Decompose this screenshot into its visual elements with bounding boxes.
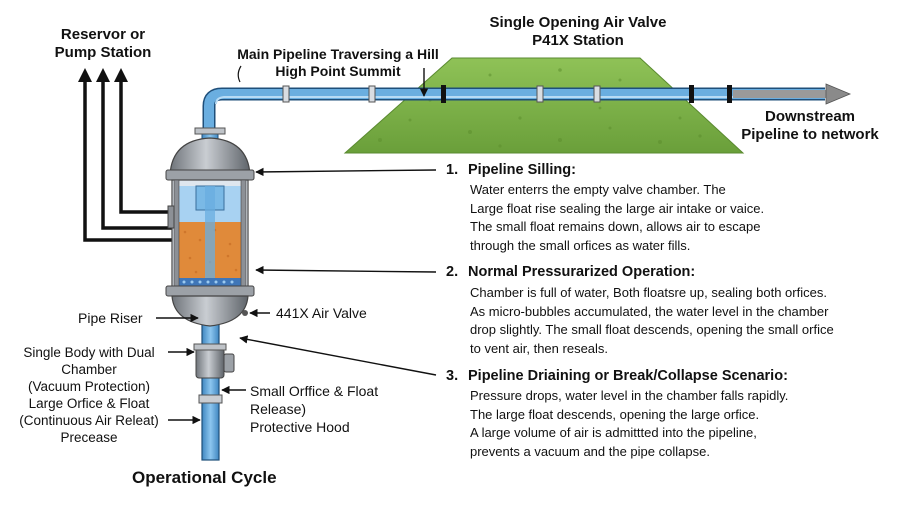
isolation-valve [193,343,235,379]
small-orifice-line1: Small Orffice & Float [250,383,379,399]
air-valve-station-label-line1: Single Opening Air Valve [489,14,667,31]
tick-mark [237,65,242,83]
downstream-arrow [733,83,852,105]
step-3-line: prevents a vacuum and the pipe collapse. [470,443,710,459]
step-2-body: Chamber is full of water, Both floatsre … [470,284,834,358]
pipe-riser-label: Pipe Riser [78,310,143,326]
step-2-line: As micro-bubbles accumulated, the water … [470,303,829,319]
step-2-heading: 2. Normal Pressurarized Operation: [446,264,695,280]
step-1-title: Pipeline Silling: [468,162,576,178]
step-3-heading: 3. Pipeline Driaining or Break/Collapse S… [446,368,788,384]
step-1-line: The small float remains down, allows air… [470,219,761,234]
small-orifice-line3: Protective Hood [250,419,350,435]
main-pipeline-label-line1: Main Pipeline Traversing a Hill [237,46,439,62]
reservoir-label: Reservor or Pump Station [38,26,168,62]
single-body-line1: Single Body with Dual [23,345,155,360]
pipe-joints [282,85,601,103]
downstream-label-line1: Downstream [764,108,856,125]
single-body-line5: (Continuous Air Releat) [19,413,159,428]
step-2-line: to vent air, then reseals. [470,340,609,356]
main-pipeline-label-line2: High Point Summit [275,62,401,79]
step-1-line: Water enterrs the empty valve chamber. T… [470,182,726,197]
small-orifice-label: Small Orffice & Float Release) Protectiv… [250,382,378,436]
step-2-number: 2. [446,264,459,280]
step-1-heading: 1. Pipeline Silling: [446,162,576,178]
main-pipeline-label: Main Pipeline Traversing a Hill High Poi… [218,46,458,80]
step-3-line: Pressure drops, water level in the chamb… [470,388,789,403]
step-2-line: Chamber is full of water, Both floatsre … [470,285,827,300]
downstream-label-line2: Pipeline to network [741,126,879,143]
small-orifice-line2: Release) [250,401,307,417]
single-body-label: Single Body with Dual Chamber (Vacuum Pr… [10,344,168,446]
hill [343,57,745,154]
valve-body [165,127,255,327]
downstream-label: Downstream Pipeline to network [730,108,890,144]
step-3-line: The large float descends, opening the la… [470,406,760,422]
air-valve-441x-label: 441X Air Valve [276,305,367,321]
reservoir-label-line1: Reservor or [60,26,146,43]
pipe-clamps [441,85,732,103]
single-body-line4: Large Orfice & Float [28,396,150,411]
main-pipeline [202,87,825,128]
step-1-number: 1. [446,162,459,178]
step-3-line: A large volume of air is admittted into … [470,425,757,440]
air-valve-station-label-line2: P41X Station [532,32,624,49]
reservoir-arrowheads [78,68,128,82]
reservoir-label-line2: Pump Station [54,44,152,61]
step-3-body: Pressure drops, water level in the chamb… [470,387,788,461]
air-valve-station-label: Single Opening Air Valve P41X Station [468,14,688,50]
step-2-line: drop slightly. The small float descends,… [470,322,834,337]
step-1-line: Large float rise sealing the large air i… [470,200,765,216]
step-2-title: Normal Pressurarized Operation: [468,264,696,280]
step-3-number: 3. [446,368,459,384]
step-3-title: Pipeline Driaining or Break/Collapse Sce… [468,368,788,384]
step-1-body: Water enterrs the empty valve chamber. T… [470,181,764,255]
leader-arrows [156,68,437,425]
reservoir-lines [83,78,178,242]
single-body-line3: (Vacuum Protection) [27,379,151,394]
single-body-line2: Chamber [61,362,117,377]
operational-cycle-title: Operational Cycle [132,468,277,487]
step-1-line: through the small orfices as water fills… [470,237,691,253]
single-body-line6: Precease [60,430,118,445]
